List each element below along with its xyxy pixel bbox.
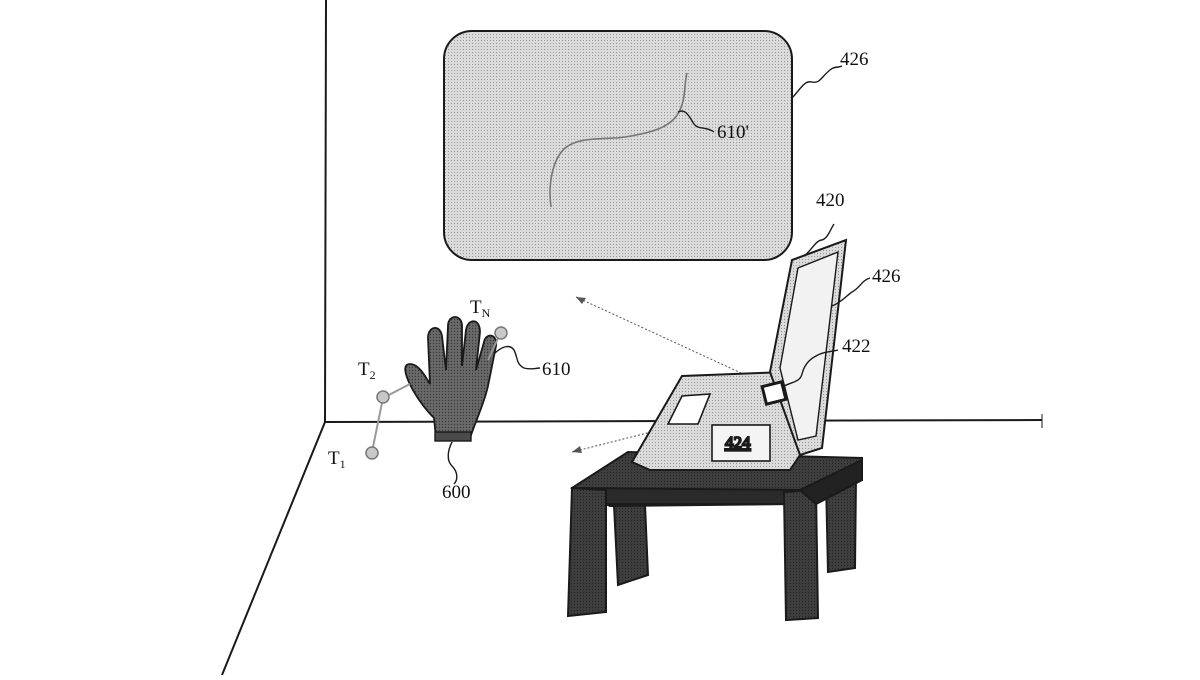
label-hand: 600: [442, 482, 471, 503]
label-keypad: 424: [725, 433, 751, 452]
leader-trace-virtual: [677, 110, 715, 133]
leader-screen-top: [791, 65, 843, 99]
leader-wrist-device: [783, 349, 839, 387]
leader-laptop: [803, 223, 835, 257]
label-t2-base: T: [358, 359, 370, 380]
label-laptop-screen: 426: [872, 266, 901, 287]
touch-trajectory: [365, 326, 508, 460]
touch-point-t1: [365, 446, 379, 460]
label-touch-point-t2: T2: [358, 359, 376, 382]
label-t1-base: T: [328, 448, 340, 469]
projection-arrow-lower: [572, 446, 582, 453]
trajectory-segment-1: [371, 397, 384, 453]
keypad-box: [711, 424, 771, 462]
hand-cuff: [434, 431, 472, 442]
touch-point-tn: [494, 326, 508, 340]
label-tn-sub: N: [482, 306, 491, 320]
table-front-leg-left: [566, 486, 607, 618]
label-trace-virtual: 610': [717, 122, 749, 143]
wrist-device: [760, 380, 788, 406]
laptop-trackpad: [666, 393, 712, 425]
floor-left-line: [221, 421, 326, 676]
label-wrist-device: 422: [842, 336, 871, 357]
table-front-leg-right: [782, 488, 820, 622]
projection-arrow-upper: [576, 297, 586, 304]
leader-hand: [447, 441, 458, 485]
table: [566, 450, 863, 622]
laptop: 424: [630, 238, 848, 471]
leader-laptop-screen: [831, 277, 871, 307]
table-right-side: [798, 458, 863, 506]
label-trace: 610: [542, 359, 571, 380]
laptop-screen-inner: [779, 250, 839, 441]
virtual-display-panel: [443, 30, 793, 261]
hand: [404, 316, 498, 442]
virtual-display: [443, 30, 793, 261]
label-touch-point-t1: T1: [328, 448, 346, 471]
virtual-trace-curve: [549, 72, 688, 208]
touch-point-t2: [376, 390, 390, 404]
wall-corner-line: [324, 0, 327, 423]
label-laptop: 420: [816, 190, 845, 211]
label-t2-sub: 2: [370, 368, 376, 382]
leader-trace: [493, 345, 541, 370]
label-t1-sub: 1: [340, 457, 346, 471]
table-back-leg-left: [612, 504, 650, 587]
label-touch-point-tn: TN: [470, 297, 491, 320]
label-screen-top: 426: [840, 49, 869, 70]
hand-glove: [404, 316, 498, 439]
label-tn-base: T: [470, 297, 482, 318]
